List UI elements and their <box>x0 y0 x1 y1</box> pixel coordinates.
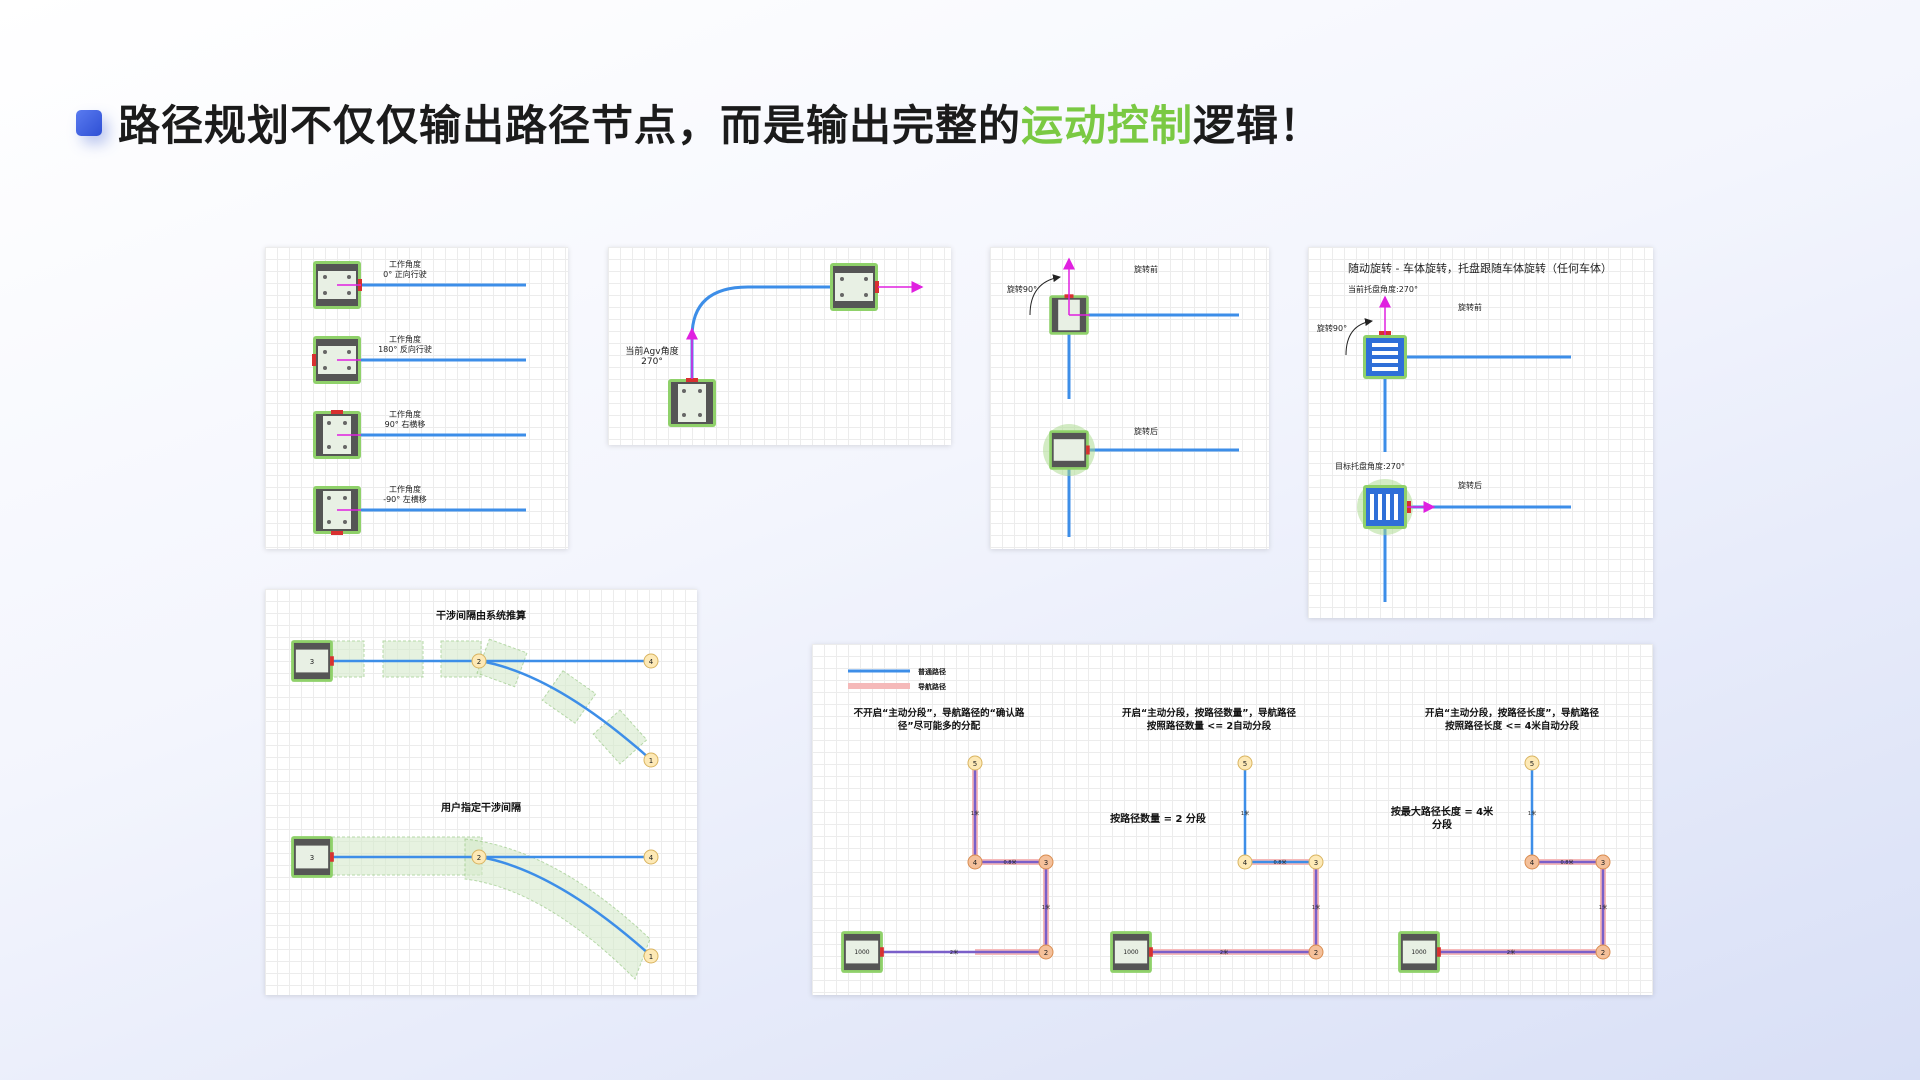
interference-heading-2: 用户指定干涉间隔 <box>440 801 521 814</box>
col1-title-2: 径”尽可能多的分配 <box>898 720 981 732</box>
follow-rotate-label: 旋转90° <box>1317 323 1347 333</box>
rotate-after-label: 旋转后 <box>1134 426 1158 436</box>
svg-text:3: 3 <box>1601 859 1605 867</box>
svg-text:1米: 1米 <box>1312 904 1320 911</box>
svg-text:2: 2 <box>1314 949 1318 957</box>
svg-text:1000: 1000 <box>854 949 869 956</box>
col2-note: 按路径数量 = 2 分段 <box>1110 812 1206 825</box>
col1-title-1: 不开启“主动分段”，导航路径的“确认路 <box>854 707 1025 719</box>
angle-label-2b: 90° 右横移 <box>385 419 426 429</box>
angle-label-0a: 工作角度 <box>389 259 421 269</box>
curve-label-2: 270° <box>641 357 663 367</box>
panel-curve: 当前Agv角度 270° <box>608 247 951 445</box>
col3-note-1: 按最大路径长度 = 4米 <box>1391 805 1494 818</box>
angle-label-1b: 180° 反向行驶 <box>378 344 432 354</box>
svg-text:5: 5 <box>1530 760 1534 768</box>
svg-text:1000: 1000 <box>1123 949 1138 956</box>
follow-current-angle: 当前托盘角度:270° <box>1348 284 1418 294</box>
svg-text:2米: 2米 <box>1220 949 1228 956</box>
title-row: 路径规划不仅仅输出路径节点，而是输出完整的运动控制逻辑！ <box>76 92 1322 153</box>
svg-text:5: 5 <box>1243 760 1247 768</box>
rotate-before-label: 旋转前 <box>1134 264 1158 274</box>
angle-label-1a: 工作角度 <box>389 334 421 344</box>
panel-follow-rotation: 随动旋转 - 车体旋转，托盘跟随车体旋转（任何车体） 当前托盘角度:270° 旋… <box>1308 247 1653 618</box>
svg-text:4: 4 <box>1530 859 1535 867</box>
title-highlight: 运动控制 <box>1021 101 1194 150</box>
follow-target-angle: 目标托盘角度:270° <box>1335 461 1405 471</box>
node-bottom-4: 4 <box>649 854 654 862</box>
svg-text:2: 2 <box>1044 949 1048 957</box>
panel-rotation: 旋转90° 旋转前 旋转后 <box>990 247 1269 549</box>
svg-text:5: 5 <box>973 760 977 768</box>
interference-heading-1: 干涉间隔由系统推算 <box>436 609 526 622</box>
svg-text:1000: 1000 <box>1411 949 1426 956</box>
angle-row-1: 工作角度 180° 反向行驶 <box>312 334 526 384</box>
angle-label-0b: 0° 正向行驶 <box>383 269 427 279</box>
svg-text:0.8米: 0.8米 <box>1004 859 1017 866</box>
route-col3: 5 4 3 2 1米 0.8米 1米 2米 1000 <box>1398 755 1611 973</box>
svg-text:1米: 1米 <box>1042 904 1050 911</box>
follow-after-label: 旋转后 <box>1458 480 1482 490</box>
curve-label-1: 当前Agv角度 <box>625 345 678 357</box>
svg-text:1米: 1米 <box>1528 810 1536 817</box>
panel-segmentation: 普通路径 导航路径 不开启“主动分段”，导航路径的“确认路 径”尽可能多的分配 … <box>812 644 1653 995</box>
panel-interference: 干涉间隔由系统推算 2 4 1 3 用户指定干涉间隔 2 4 1 3 <box>265 589 697 995</box>
svg-text:1米: 1米 <box>1599 904 1607 911</box>
follow-title: 随动旋转 - 车体旋转，托盘跟随车体旋转（任何车体） <box>1348 261 1612 275</box>
svg-text:4: 4 <box>1243 859 1248 867</box>
col2-title-2: 按照路径数量 <= 2自动分段 <box>1147 720 1272 732</box>
svg-text:2: 2 <box>1601 949 1605 957</box>
route-col1: 5 4 3 2 1米 0.8米 1米 2米 1000 <box>841 755 1054 973</box>
panel-working-angles: 工作角度 0° 正向行驶 工作角度 180° 反向行驶 工作角度 90° 右横移… <box>265 247 568 549</box>
title-bullet-icon <box>76 109 102 136</box>
node-bottom-1: 1 <box>649 953 653 961</box>
node-top-4: 4 <box>649 658 654 666</box>
legend-normal: 普通路径 <box>918 667 946 676</box>
node-bottom-3: 3 <box>310 854 314 862</box>
col3-title-2: 按照路径长度 <= 4米自动分段 <box>1445 720 1579 732</box>
follow-before-label: 旋转前 <box>1458 302 1482 312</box>
node-bottom-2: 2 <box>477 854 481 862</box>
node-top-2: 2 <box>477 658 481 666</box>
svg-text:1米: 1米 <box>971 810 979 817</box>
svg-text:4: 4 <box>973 859 978 867</box>
page-title: 路径规划不仅仅输出路径节点，而是输出完整的运动控制逻辑！ <box>118 101 1323 150</box>
col2-title-1: 开启“主动分段，按路径数量”，导航路径 <box>1122 707 1296 719</box>
svg-text:2米: 2米 <box>1507 949 1515 956</box>
col3-note-2: 分段 <box>1432 818 1452 831</box>
svg-text:0.8米: 0.8米 <box>1274 859 1287 866</box>
angle-row-0: 工作角度 0° 正向行驶 <box>313 259 526 309</box>
rotate-label: 旋转90° <box>1007 284 1037 294</box>
angle-row-3: 工作角度 -90° 左横移 <box>313 484 526 535</box>
node-top-1: 1 <box>649 757 653 765</box>
angle-row-2: 工作角度 90° 右横移 <box>313 409 526 459</box>
angle-label-3b: -90° 左横移 <box>383 494 427 504</box>
svg-text:1米: 1米 <box>1241 810 1249 817</box>
svg-text:2米: 2米 <box>950 949 958 956</box>
legend-nav: 导航路径 <box>918 682 946 691</box>
svg-text:3: 3 <box>1044 859 1048 867</box>
svg-text:3: 3 <box>1314 859 1318 867</box>
svg-text:0.8米: 0.8米 <box>1561 859 1574 866</box>
route-col2: 5 4 3 2 1米 0.8米 1米 2米 1000 <box>1110 755 1324 973</box>
node-top-3: 3 <box>310 658 314 666</box>
angle-label-2a: 工作角度 <box>389 409 421 419</box>
col3-title-1: 开启“主动分段，按路径长度”，导航路径 <box>1425 707 1599 719</box>
angle-label-3a: 工作角度 <box>389 484 421 494</box>
